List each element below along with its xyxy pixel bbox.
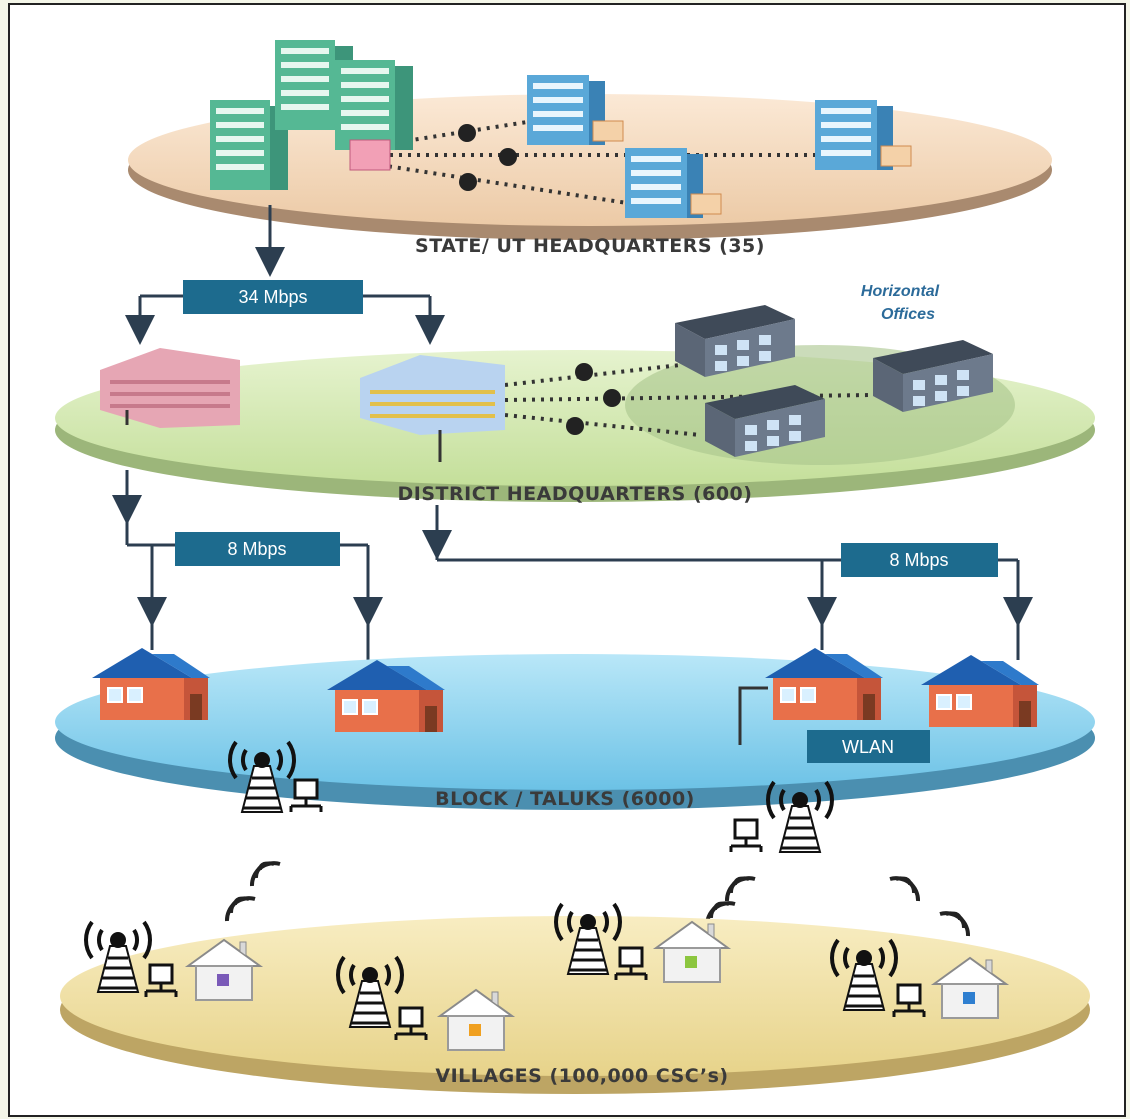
- district-hq-blue-building-icon: [360, 355, 505, 435]
- csc-window-icon: [963, 992, 975, 1004]
- block-tier-label: BLOCK / TALUKS (6000): [435, 788, 695, 810]
- district-tier-label: DISTRICT HEADQUARTERS (600): [398, 483, 753, 505]
- district-tier: Horizontal Offices DISTRICT HEADQUARTERS…: [55, 283, 1095, 505]
- district-hq-pink-building-icon: [100, 348, 240, 428]
- bandwidth-8-left-label: 8 Mbps: [227, 539, 286, 559]
- csc-window-icon: [685, 956, 697, 968]
- village-terminal-icon: [394, 1006, 428, 1042]
- csc-window-icon: [217, 974, 229, 986]
- wlan-label: WLAN: [842, 737, 894, 757]
- wlan-box: [807, 730, 930, 763]
- csc-window-icon: [469, 1024, 481, 1036]
- bandwidth-34-label: 34 Mbps: [238, 287, 307, 307]
- villages-tier-label: VILLAGES (100,000 CSC’s): [435, 1065, 728, 1087]
- state-hq-annex-icon: [335, 60, 413, 150]
- state-tier: STATE/ UT HEADQUARTERS (35): [128, 40, 1052, 257]
- bandwidth-box-8-left: [175, 532, 340, 566]
- block-tier: WLAN BLOCK / TALUKS (6000): [55, 647, 1095, 854]
- villages-tier: VILLAGES (100,000 CSC’s): [60, 902, 1090, 1094]
- state-hq-entrance-icon: [349, 139, 391, 171]
- district-dotted-links: [504, 363, 871, 437]
- horizontal-offices-label-1: Horizontal: [861, 283, 940, 300]
- village-terminal-icon: [892, 983, 926, 1019]
- bandwidth-box-8-right: [841, 543, 998, 577]
- bandwidth-box-34: [183, 280, 363, 314]
- village-terminal-icon: [144, 963, 178, 999]
- village-terminal-icon: [614, 946, 648, 982]
- block-terminal-icon: [289, 778, 323, 814]
- bandwidth-8-right-label: 8 Mbps: [889, 550, 948, 570]
- horizontal-offices-label-2: Offices: [881, 306, 935, 323]
- district-link-arrow-icons: [566, 363, 621, 435]
- block-terminal-2-icon: [729, 818, 763, 854]
- state-link-arrow-icons: [458, 124, 517, 191]
- state-tier-label: STATE/ UT HEADQUARTERS (35): [415, 235, 765, 257]
